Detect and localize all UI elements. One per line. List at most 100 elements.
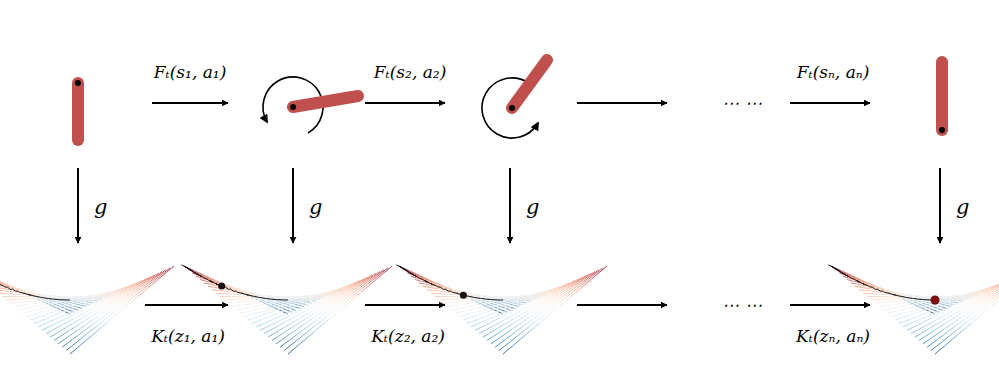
transition-arrow bbox=[145, 304, 228, 306]
surface-line bbox=[451, 309, 456, 310]
surface-line bbox=[220, 296, 225, 297]
surface-line bbox=[525, 326, 530, 330]
surface-line bbox=[286, 333, 291, 337]
surface-line bbox=[509, 319, 514, 322]
surface-line bbox=[78, 300, 83, 302]
mapping-arrow bbox=[292, 168, 294, 243]
surface-line bbox=[463, 303, 468, 305]
surface-line bbox=[19, 294, 24, 295]
surface-line bbox=[228, 291, 233, 293]
surface-line bbox=[934, 310, 939, 312]
surface-line bbox=[508, 298, 513, 299]
surface-line bbox=[291, 302, 296, 304]
surface-line bbox=[538, 308, 543, 312]
surface-line bbox=[514, 303, 519, 305]
surface-line bbox=[40, 302, 45, 304]
surface-line bbox=[72, 304, 77, 306]
surface-line bbox=[86, 312, 91, 315]
surface-line bbox=[58, 320, 63, 323]
surface-line bbox=[280, 305, 285, 307]
surface-line bbox=[940, 298, 945, 299]
surface-line bbox=[529, 310, 534, 313]
surface-line bbox=[50, 300, 55, 302]
surface-line bbox=[511, 300, 516, 302]
surface-line bbox=[502, 301, 507, 302]
trajectory bbox=[0, 265, 70, 300]
pendulum-rod bbox=[72, 83, 84, 140]
surface-line bbox=[236, 309, 241, 310]
surface-line bbox=[887, 298, 892, 299]
surface-line bbox=[320, 318, 325, 322]
surface-line bbox=[509, 305, 514, 307]
surface-line bbox=[925, 311, 930, 313]
state-dot bbox=[218, 282, 225, 289]
surface-line bbox=[265, 325, 270, 328]
surface-line bbox=[290, 317, 295, 320]
surface-line bbox=[341, 301, 346, 305]
pendulum-rod bbox=[512, 60, 547, 108]
surface-line bbox=[483, 300, 488, 302]
surface-line bbox=[521, 324, 526, 328]
surface-line bbox=[927, 305, 932, 307]
surface-line bbox=[276, 320, 281, 323]
surface-line bbox=[137, 283, 142, 286]
surface-line bbox=[271, 304, 276, 306]
surface-line bbox=[483, 315, 488, 317]
surface-line bbox=[905, 315, 910, 317]
surface-line bbox=[509, 338, 514, 342]
surface-line bbox=[918, 304, 923, 306]
surface-line bbox=[295, 302, 300, 304]
surface-line bbox=[290, 304, 295, 306]
surface-line bbox=[265, 309, 270, 311]
surface-line bbox=[88, 308, 93, 311]
surface-line bbox=[67, 320, 72, 323]
surface-line bbox=[24, 304, 29, 306]
surface-line bbox=[272, 318, 277, 320]
surface-line bbox=[62, 343, 67, 347]
surface-line bbox=[69, 301, 74, 302]
surface-line bbox=[60, 301, 65, 302]
surface-line bbox=[883, 296, 888, 297]
state-dot bbox=[460, 292, 467, 299]
surface-line bbox=[79, 326, 84, 330]
surface-line bbox=[271, 305, 276, 306]
surface-line bbox=[244, 315, 249, 317]
surface-line bbox=[35, 302, 40, 304]
surface-line bbox=[308, 314, 313, 317]
surface-line bbox=[66, 325, 71, 328]
surface-line bbox=[502, 311, 507, 313]
surface-line bbox=[76, 319, 81, 322]
surface-line bbox=[293, 324, 298, 327]
surface-line bbox=[897, 310, 902, 311]
surface-line bbox=[500, 320, 505, 323]
surface-line bbox=[273, 313, 278, 315]
surface-line bbox=[480, 309, 485, 311]
surface-line bbox=[74, 300, 79, 301]
surface-line bbox=[278, 301, 283, 302]
surface-line bbox=[496, 317, 501, 320]
surface-line bbox=[312, 302, 317, 305]
surface-line bbox=[459, 301, 464, 302]
surface-line bbox=[0, 287, 1, 289]
surface-line bbox=[97, 306, 102, 309]
surface-line bbox=[40, 315, 45, 317]
surface-line bbox=[517, 322, 522, 326]
surface-line bbox=[507, 300, 512, 301]
surface-line bbox=[266, 306, 271, 307]
surface-line bbox=[302, 307, 307, 310]
surface-line bbox=[0, 293, 3, 294]
surface-line bbox=[481, 306, 486, 307]
surface-line bbox=[154, 276, 159, 280]
surface-line bbox=[298, 320, 303, 323]
surface-line bbox=[274, 325, 279, 328]
surface-line bbox=[269, 328, 274, 331]
surface-line bbox=[31, 314, 36, 316]
surface-line bbox=[560, 301, 565, 305]
surface-line bbox=[879, 305, 884, 307]
surface-line bbox=[252, 306, 257, 307]
surface-line bbox=[576, 288, 581, 292]
surface-line bbox=[931, 306, 936, 308]
surface-line bbox=[46, 331, 51, 334]
surface-line bbox=[277, 315, 282, 317]
surface-line bbox=[208, 286, 213, 288]
